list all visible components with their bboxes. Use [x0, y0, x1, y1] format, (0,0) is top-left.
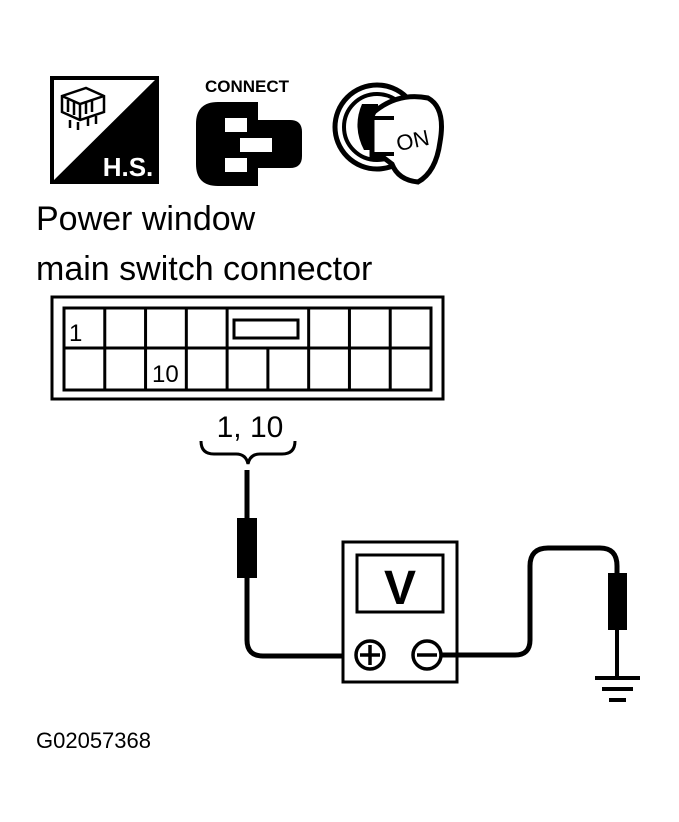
positive-terminal-icon	[354, 639, 386, 671]
connect-label: CONNECT	[205, 77, 290, 96]
pin-10-label: 10	[152, 361, 179, 388]
voltmeter-unit-label: V	[384, 562, 416, 615]
diagram-title-line2: main switch connector	[36, 250, 372, 288]
probe-terminals-label: 1, 10	[217, 411, 284, 444]
voltmeter-display	[355, 553, 445, 614]
voltmeter: V	[341, 540, 459, 684]
pin-1-label: 1	[69, 320, 82, 347]
harness-side-icon: H.S.	[50, 76, 159, 184]
ignition-on-icon: ON	[332, 82, 444, 185]
positive-probe-lead	[237, 470, 352, 659]
ground-icon	[595, 676, 640, 702]
negative-terminal-icon	[411, 639, 443, 671]
diagram-title-line1: Power window	[36, 200, 256, 238]
terminal-brace	[199, 440, 297, 465]
figure-id: G02057368	[36, 728, 151, 753]
negative-probe-lead	[441, 545, 627, 676]
connect-icon: CONNECT	[196, 77, 302, 186]
connector-lock-tab	[232, 318, 300, 340]
harness-side-label: H.S.	[103, 152, 154, 182]
connector-face: 1 10	[50, 295, 445, 401]
